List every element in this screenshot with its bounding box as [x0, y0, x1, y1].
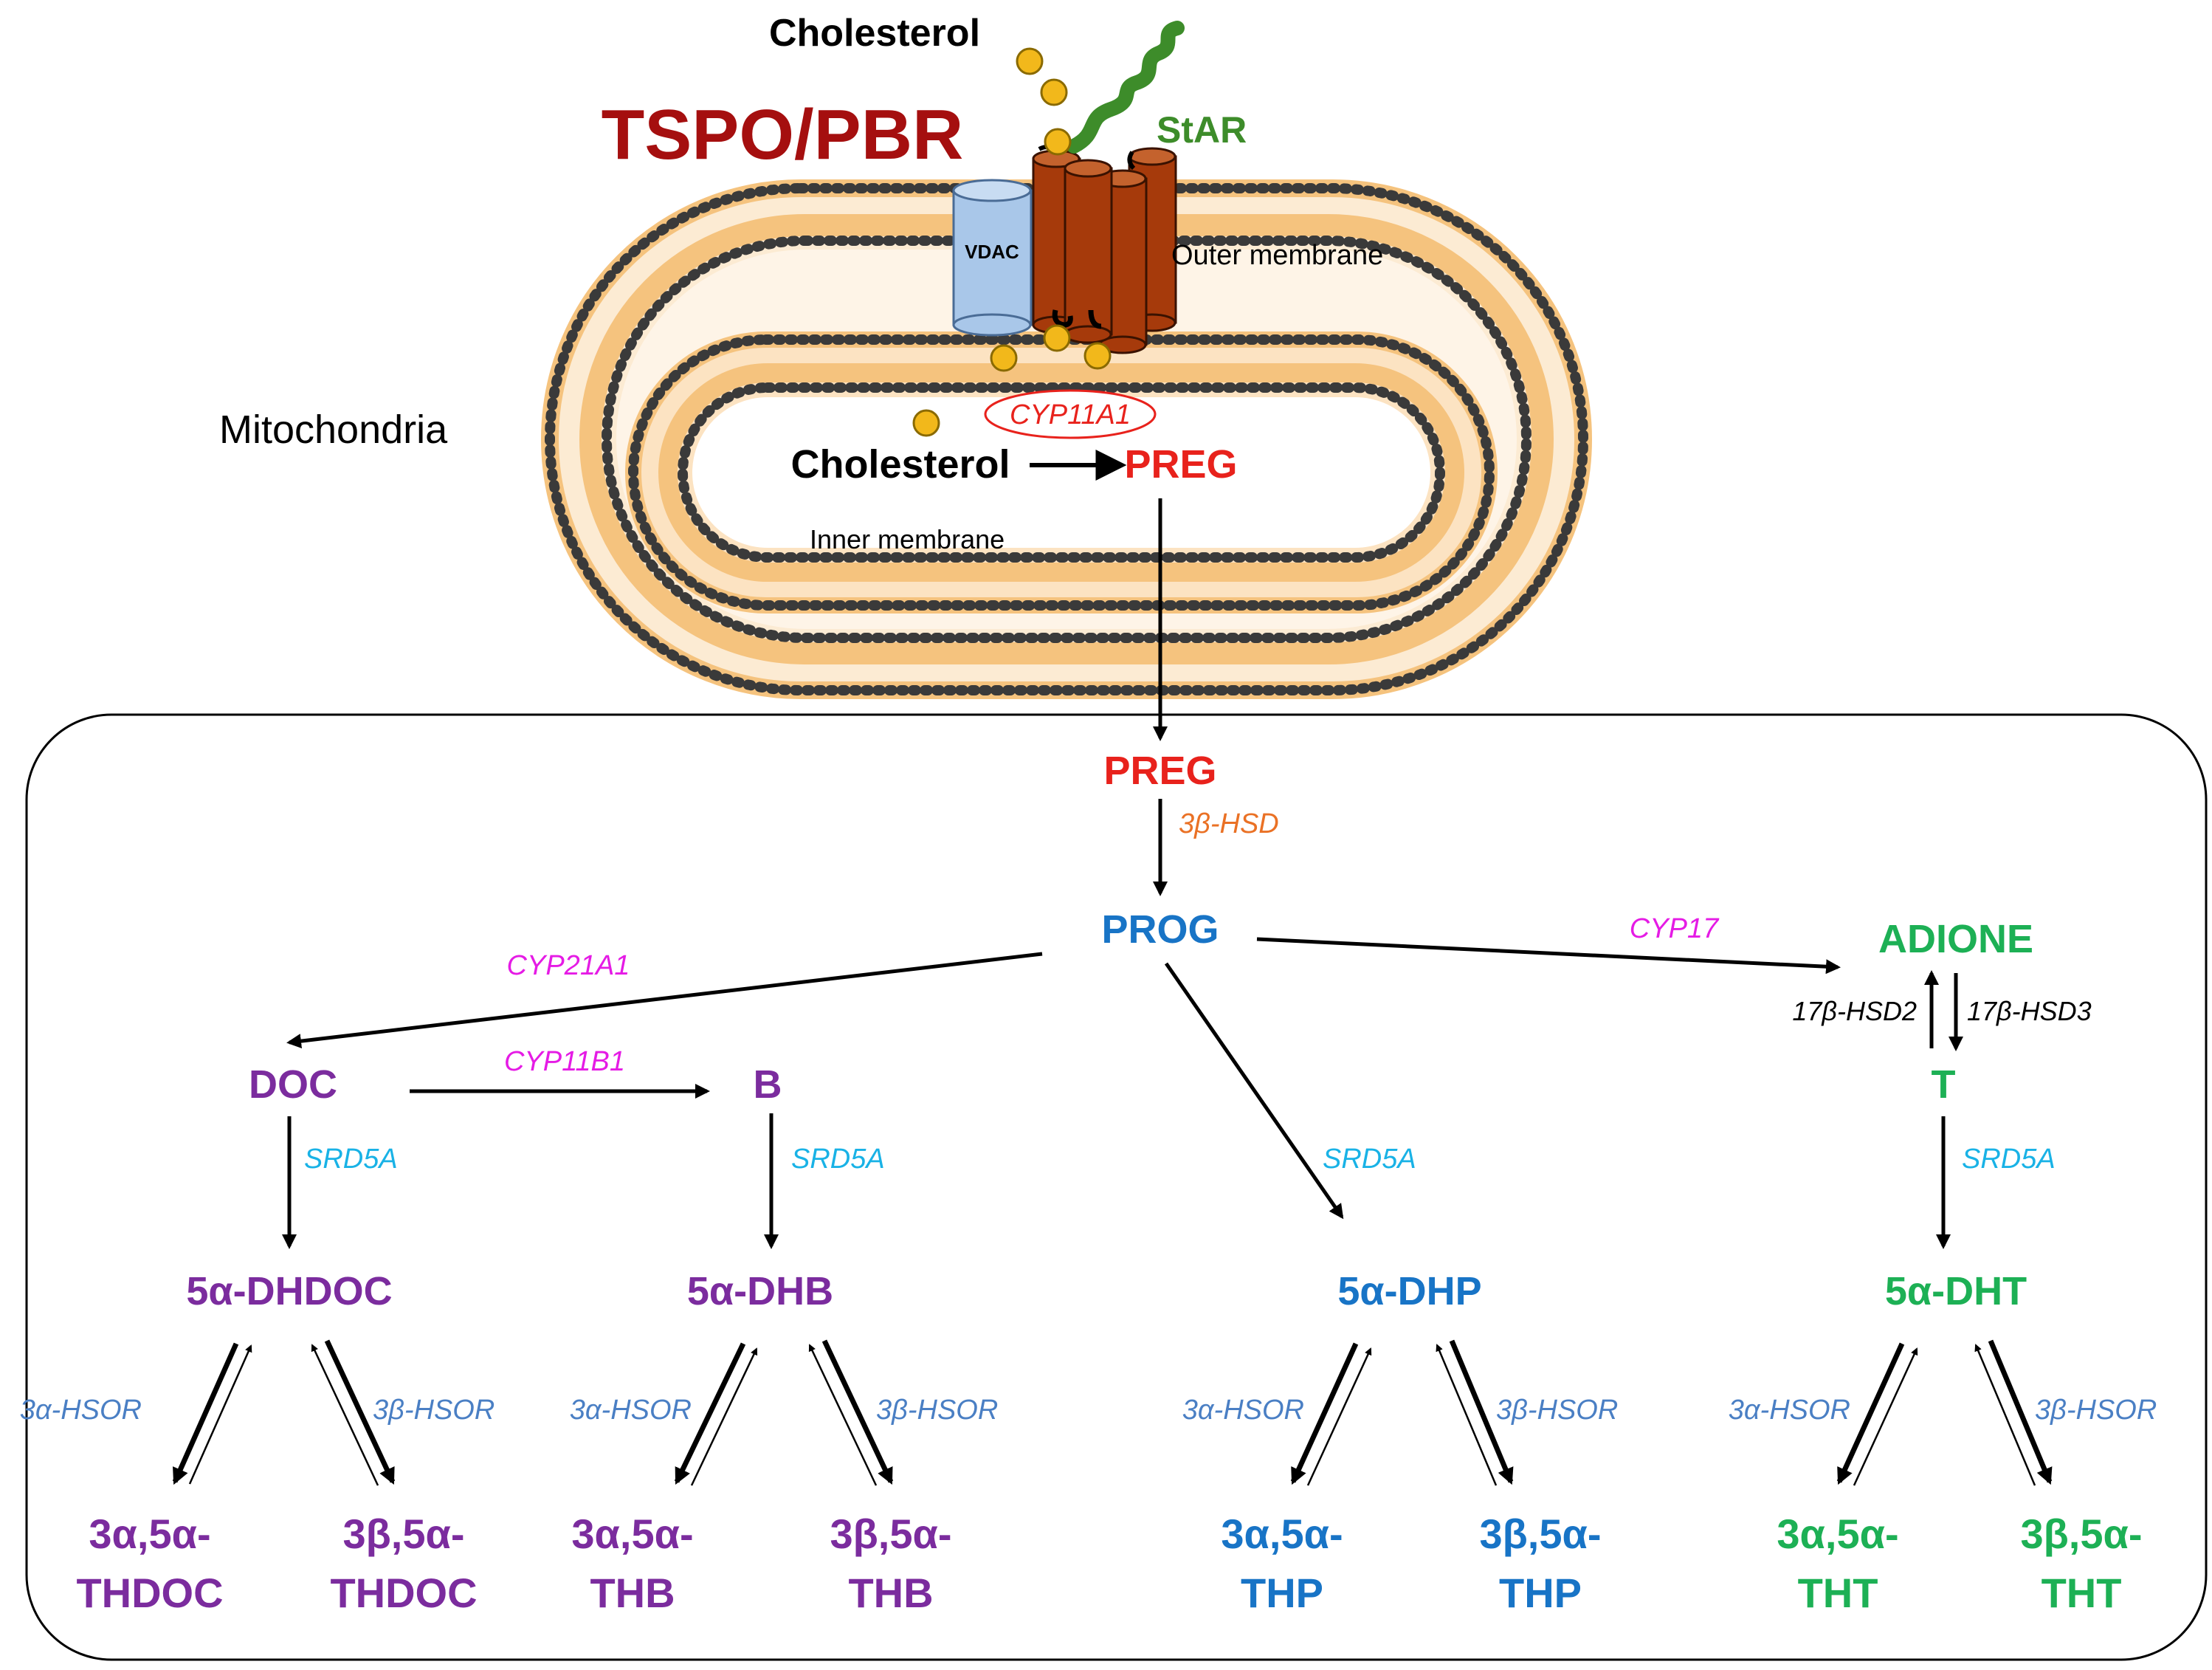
thdoc-b-node: 3β,5α- THDOC: [330, 1511, 477, 1616]
thb-a-line1: 3α,5α-: [571, 1511, 693, 1557]
prog-node: PROG: [1101, 907, 1219, 952]
hsor-a-dhb-label: 3α-HSOR: [570, 1395, 692, 1426]
vdac-label: VDAC: [965, 241, 1019, 263]
inner-membrane: [625, 331, 1498, 614]
thdoc-a-node: 3α,5α- THDOC: [76, 1511, 223, 1616]
b-node: B: [754, 1062, 782, 1107]
preg-node: PREG: [1103, 749, 1216, 793]
t-node: T: [1932, 1062, 1956, 1107]
cholesterol-inner-label: Cholesterol: [790, 442, 1010, 487]
cyp11a1-label: CYP11A1: [1010, 399, 1131, 430]
mitochondria-label: Mitochondria: [219, 408, 448, 452]
dhp-node: 5α-DHP: [1337, 1269, 1481, 1313]
thp-b-line2: THP: [1499, 1570, 1582, 1616]
hsor-b-dhdoc-label: 3β-HSOR: [373, 1395, 495, 1426]
tspo-pbr-label: TSPO/PBR: [602, 95, 964, 174]
thp-a-node: 3α,5α- THP: [1221, 1511, 1343, 1616]
star-label: StAR: [1157, 109, 1247, 151]
prog-to-doc-arrow: [286, 952, 1043, 1049]
hsd17b3-label: 17β-HSD3: [1967, 996, 2092, 1026]
cholesterol-top-label: Cholesterol: [769, 12, 980, 55]
tspo-complex: [1032, 145, 1177, 354]
cyp11b1-label: CYP11B1: [504, 1046, 625, 1077]
dhb-node: 5α-DHB: [687, 1269, 833, 1313]
thdoc-b-line1: 3β,5α-: [342, 1511, 464, 1557]
preg-inner-label: PREG: [1124, 442, 1237, 487]
cytosol-box: [25, 713, 2208, 1661]
thb-a-line2: THB: [590, 1570, 675, 1616]
cyp21a1-label: CYP21A1: [507, 950, 630, 981]
tht-a-line1: 3α,5α-: [1777, 1511, 1898, 1557]
tht-b-line2: THT: [2042, 1570, 2122, 1616]
thdoc-a-line2: THDOC: [76, 1570, 223, 1616]
prog-to-dhp-arrow: [1164, 962, 1344, 1220]
prog-to-adione-arrow: [1256, 937, 1841, 975]
outer-membrane-label: Outer membrane: [1171, 240, 1383, 271]
tht-b-line1: 3β,5α-: [2020, 1511, 2142, 1557]
thp-a-line1: 3α,5α-: [1221, 1511, 1343, 1557]
thdoc-b-line2: THDOC: [330, 1570, 477, 1616]
hsd17b2-label: 17β-HSD2: [1792, 996, 1917, 1026]
doc-node: DOC: [249, 1062, 337, 1107]
thb-b-line2: THB: [848, 1570, 933, 1616]
dhdoc-node: 5α-DHDOC: [186, 1269, 392, 1313]
cholesterol-molecules: [912, 47, 1112, 437]
hsor-arrows-dhb: [674, 1339, 894, 1486]
hsor-arrows-dht: [1836, 1339, 2053, 1486]
cyp11a1-oval: [984, 389, 1157, 439]
tht-a-line2: THT: [1798, 1570, 1878, 1616]
hsor-b-dht-label: 3β-HSOR: [2035, 1395, 2157, 1426]
tht-b-node: 3β,5α- THT: [2020, 1511, 2142, 1616]
thdoc-a-line1: 3α,5α-: [89, 1511, 210, 1557]
hsor-a-dht-label: 3α-HSOR: [1729, 1395, 1850, 1426]
tht-a-node: 3α,5α- THT: [1777, 1511, 1898, 1616]
thb-a-node: 3α,5α- THB: [571, 1511, 693, 1616]
srd5a-b-label: SRD5A: [791, 1144, 885, 1175]
thp-b-node: 3β,5α- THP: [1479, 1511, 1601, 1616]
inner-membrane-label: Inner membrane: [810, 524, 1005, 554]
hsor-arrows-dhp: [1290, 1339, 1514, 1486]
hsor-b-dhb-label: 3β-HSOR: [876, 1395, 998, 1426]
mitochondrion: VDAC: [219, 12, 1592, 699]
srd5a-prog-label: SRD5A: [1323, 1144, 1416, 1175]
dht-node: 5α-DHT: [1885, 1269, 2027, 1313]
hsor-arrows-dhdoc: [172, 1339, 396, 1486]
hsor-a-dhdoc-label: 3α-HSOR: [20, 1395, 142, 1426]
star-protein: [1067, 21, 1185, 154]
hsor-b-dhp-label: 3β-HSOR: [1496, 1395, 1618, 1426]
thb-b-line1: 3β,5α-: [830, 1511, 951, 1557]
vdac-channel: VDAC: [952, 179, 1033, 337]
adione-node: ADIONE: [1878, 917, 2033, 961]
srd5a-doc-label: SRD5A: [304, 1144, 398, 1175]
thp-b-line1: 3β,5α-: [1479, 1511, 1601, 1557]
thp-a-line2: THP: [1241, 1570, 1323, 1616]
cyp17-label: CYP17: [1630, 913, 1720, 944]
thb-b-node: 3β,5α- THB: [830, 1511, 951, 1616]
hsor-a-dhp-label: 3α-HSOR: [1182, 1395, 1304, 1426]
srd5a-t-label: SRD5A: [1962, 1144, 2056, 1175]
hsd3b-label: 3β-HSD: [1179, 808, 1279, 839]
